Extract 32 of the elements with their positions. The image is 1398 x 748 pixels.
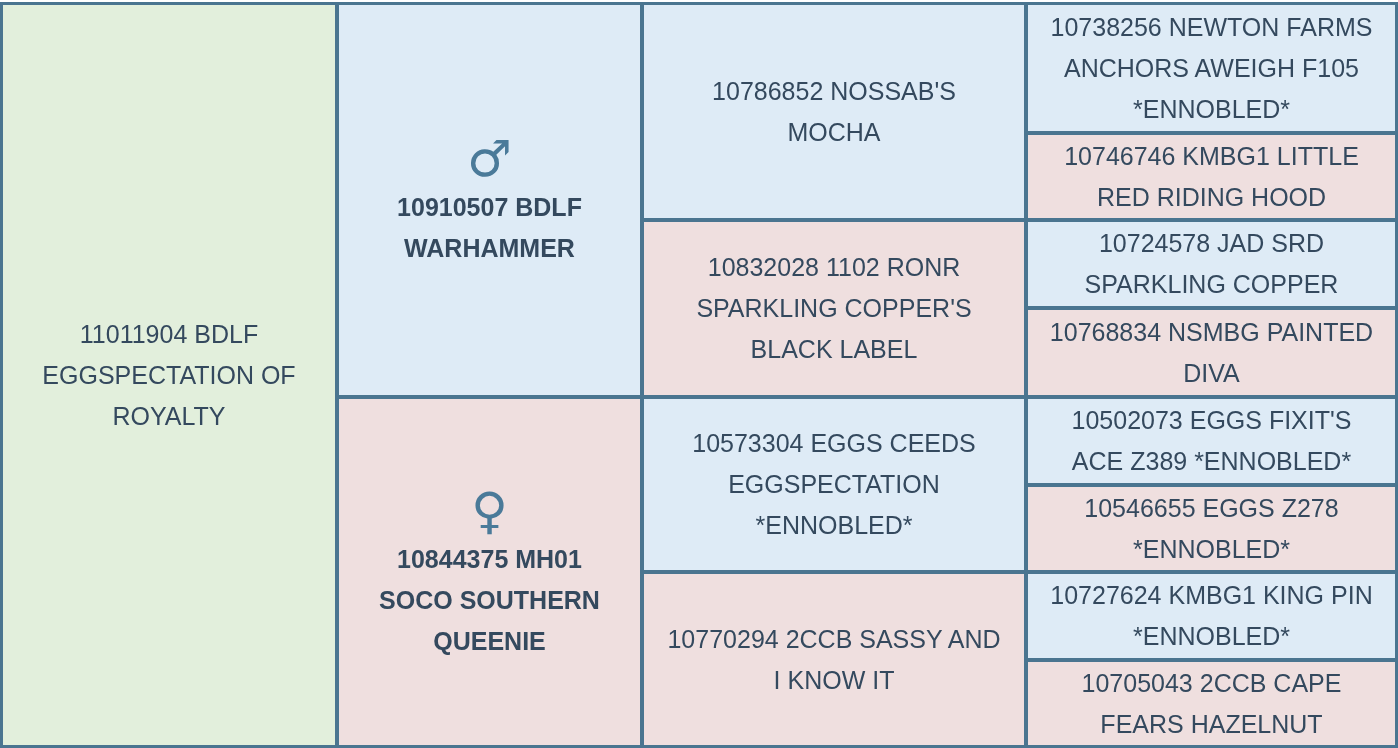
pedigree-cell xyxy=(1028,5,1395,131)
animal-name: 10724578 JAD SRD SPARKLING COPPER xyxy=(1083,228,1340,300)
pedigree-cell xyxy=(1028,487,1395,570)
animal-name: 10738256 NEWTON FARMS ANCHORS AWEIGH F105 *ENNOBLED* xyxy=(1049,11,1374,125)
pedigree-cell xyxy=(1028,574,1395,658)
animal-name: 10770294 2CCB SASSY AND I KNOW IT xyxy=(666,623,1002,696)
pedigree-cell xyxy=(1028,662,1395,745)
animal-name: 10786852 NOSSAB'S MOCHA xyxy=(711,75,957,148)
animal-name: 10546655 EGGS Z278 *ENNOBLED* xyxy=(1083,492,1340,565)
animal-name: 10573304 EGGS CEEDS EGGSPECTATION *ENNOBLED* xyxy=(691,428,977,541)
pedigree-cell xyxy=(1028,135,1395,218)
animal-name: 11011904 BDLF EGGSPECTATION OF ROYALTY xyxy=(41,318,297,432)
pedigree-cell xyxy=(339,5,640,395)
animal-name: 10844375 MH01 SOCO SOUTHERN QUEENIE xyxy=(378,543,601,657)
animal-name: 10727624 KMBG1 KING PIN *ENNOBLED* xyxy=(1049,580,1374,652)
pedigree-cell xyxy=(644,399,1024,570)
animal-name: 10705043 2CCB CAPE FEARS HAZELNUT xyxy=(1080,667,1343,740)
pedigree-cell xyxy=(1028,399,1395,483)
animal-name: 10832028 1102 RONR SPARKLING COPPER'S BLACK LABEL xyxy=(695,252,973,365)
animal-name: 10910507 BDLF WARHAMMER xyxy=(396,192,583,264)
pedigree-cell xyxy=(644,5,1024,218)
pedigree-cell xyxy=(1028,222,1395,306)
animal-name: 10746746 KMBG1 LITTLE RED RIDING HOOD xyxy=(1063,140,1360,213)
sex-symbol: ♂ xyxy=(467,131,512,187)
animal-name: 10768834 NSMBG PAINTED DIVA xyxy=(1048,316,1375,389)
pedigree-cell xyxy=(3,5,335,745)
pedigree-cell xyxy=(339,399,640,745)
sex-symbol: ♀ xyxy=(471,482,508,539)
animal-name: 10502073 EGGS FIXIT'S ACE Z389 *ENNOBLED* xyxy=(1070,405,1353,477)
pedigree-cell xyxy=(644,574,1024,745)
pedigree-cell xyxy=(644,222,1024,395)
pedigree-cell xyxy=(1028,310,1395,395)
